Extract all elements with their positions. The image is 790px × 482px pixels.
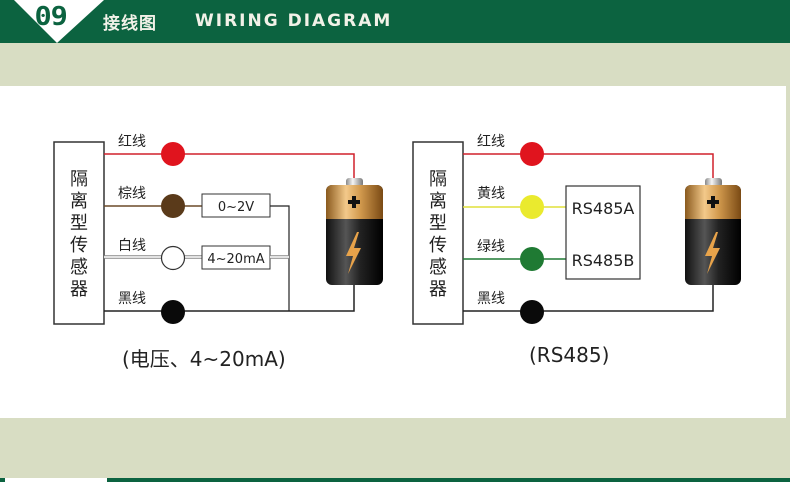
sensor-label-char: 型 [429, 213, 447, 234]
next-section-bar [0, 478, 790, 482]
red-wire-label: 红线 [477, 134, 505, 150]
yellow-terminal [520, 195, 544, 219]
next-section-notch [5, 478, 107, 482]
section-title-cn: 接线图 [103, 14, 157, 34]
green-terminal [520, 247, 544, 271]
rs485-box [565, 185, 641, 280]
brown-wire-label: 棕线 [118, 186, 146, 202]
sensor-label-char: 器 [70, 279, 88, 300]
badge-triangle [14, 0, 104, 43]
section-header [0, 0, 790, 43]
rs485a-label: RS485A [572, 199, 635, 218]
sensor-label-char: 感 [70, 257, 88, 278]
sensor-label-char: 器 [429, 279, 447, 300]
yellow-wire-label: 黄线 [477, 185, 505, 202]
black-terminal [520, 300, 544, 324]
red-terminal [520, 142, 544, 166]
section-title-en: WIRING DIAGRAM [195, 11, 393, 31]
right-diagram: 隔 离 型 传 感 器 红线 黄线 绿线 RS485A RS485B 黑线 [412, 134, 741, 325]
white-wire-label: 白线 [118, 238, 146, 254]
panel-right-edge [786, 86, 790, 418]
sensor-label-char: 型 [70, 213, 88, 234]
lightning-bolt-icon [705, 232, 720, 274]
sensor-box [53, 141, 105, 325]
black-wire-label: 黑线 [477, 291, 505, 307]
rs485b-label: RS485B [572, 251, 635, 270]
diagram-panel [0, 86, 786, 418]
sensor-label-char: 隔 [70, 169, 88, 190]
sensor-label-char: 离 [429, 191, 447, 212]
right-diagram-caption: (RS485) [529, 343, 610, 367]
sensor-box [412, 141, 464, 325]
sensor-label-char: 感 [429, 257, 447, 278]
current-output-label: 4~20mA [207, 252, 264, 267]
section-badge [14, 0, 104, 43]
lightning-bolt-icon [346, 232, 361, 274]
red-terminal [161, 142, 185, 166]
black-wire-label: 黑线 [118, 291, 146, 307]
sensor-label-char: 传 [70, 235, 88, 256]
voltage-return-wire [270, 205, 290, 311]
green-wire-label: 绿线 [477, 239, 505, 255]
left-diagram-caption: (电压、4~20mA) [122, 347, 286, 371]
left-diagram: 隔 离 型 传 感 器 红线 棕线 0~2V 白线 4~20mA 黑线 [53, 134, 383, 325]
black-wire [463, 282, 714, 312]
sensor-label-char: 隔 [429, 169, 447, 190]
battery-icon [685, 178, 741, 285]
red-wire-label: 红线 [118, 134, 146, 150]
top-band [0, 43, 790, 86]
white-terminal [160, 245, 186, 271]
battery-icon [326, 178, 383, 285]
black-wire [104, 282, 355, 312]
sensor-label-char: 离 [70, 191, 88, 212]
red-wire [104, 153, 355, 180]
sensor-label-char: 传 [429, 235, 447, 256]
brown-terminal [161, 194, 185, 218]
voltage-output-label: 0~2V [218, 200, 254, 215]
black-terminal [161, 300, 185, 324]
bottom-band [0, 418, 790, 478]
sensor-label: 隔 离 型 传 感 器 [429, 169, 447, 300]
section-number: 09 [34, 2, 68, 32]
sensor-label: 隔 离 型 传 感 器 [70, 169, 88, 300]
red-wire [463, 153, 714, 180]
